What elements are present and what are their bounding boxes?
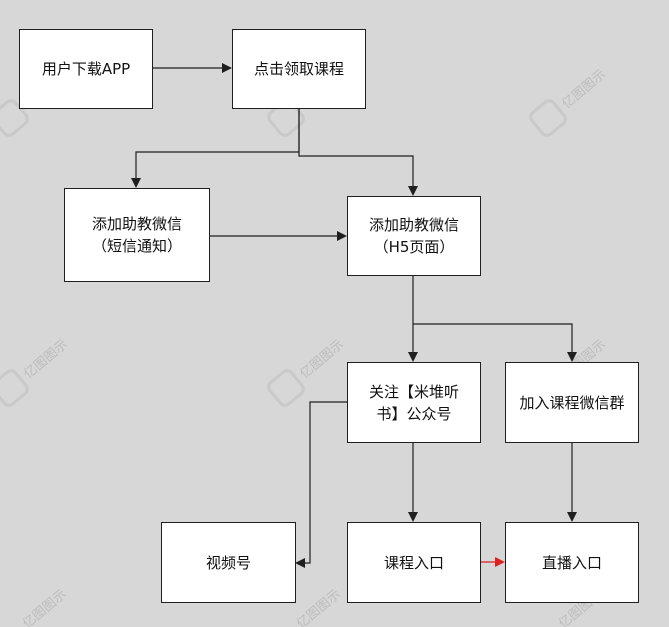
watermark-text: 亿图图示 xyxy=(297,337,346,382)
edge-h5-to-group xyxy=(413,323,577,362)
watermark-logo-icon: 亿图图示 xyxy=(294,587,343,627)
watermark-logo-icon: 亿图图示 xyxy=(529,67,609,137)
watermark-logo-icon: 亿图图示 xyxy=(267,337,347,407)
node-join-course-group: 加入课程微信群 xyxy=(505,362,639,443)
node-label: 视频号 xyxy=(205,553,251,572)
node-follow-account: 关注【米堆听 书】公众号 xyxy=(347,362,481,443)
watermark-text: 亿图图示 xyxy=(294,587,343,627)
node-label: 添加助教微信 （H5页面） xyxy=(368,216,459,256)
node-add-assistant-sms: 添加助教微信 （短信通知） xyxy=(64,188,210,282)
edge-claim-to-h5 xyxy=(298,108,418,196)
watermark-text: 亿图图示 xyxy=(559,67,608,112)
node-claim-course: 点击领取课程 xyxy=(232,29,366,109)
node-label: 添加助教微信 （短信通知） xyxy=(91,215,182,255)
node-label: 直播入口 xyxy=(541,553,602,572)
node-course-entry: 课程入口 xyxy=(347,522,481,603)
node-label: 用户下载APP xyxy=(41,60,131,78)
node-video-account: 视频号 xyxy=(161,522,296,603)
node-label: 点击领取课程 xyxy=(253,60,344,78)
node-label: 加入课程微信群 xyxy=(519,393,625,412)
edge-follow-to-video xyxy=(295,401,347,568)
edge-claim-to-sms xyxy=(131,108,300,188)
watermark-text: 亿图图示 xyxy=(21,337,70,382)
watermark-logo-icon: 亿图图示 xyxy=(20,587,69,627)
node-user-download-app: 用户下载APP xyxy=(19,29,153,109)
node-label: 课程入口 xyxy=(383,553,444,572)
node-add-assistant-h5: 添加助教微信 （H5页面） xyxy=(347,196,481,276)
watermark-text: 亿图图示 xyxy=(20,587,69,627)
node-live-entry: 直播入口 xyxy=(505,522,639,603)
node-label: 关注【米堆听 书】公众号 xyxy=(368,382,459,423)
watermark-logo-icon: 亿图图示 xyxy=(0,337,71,407)
